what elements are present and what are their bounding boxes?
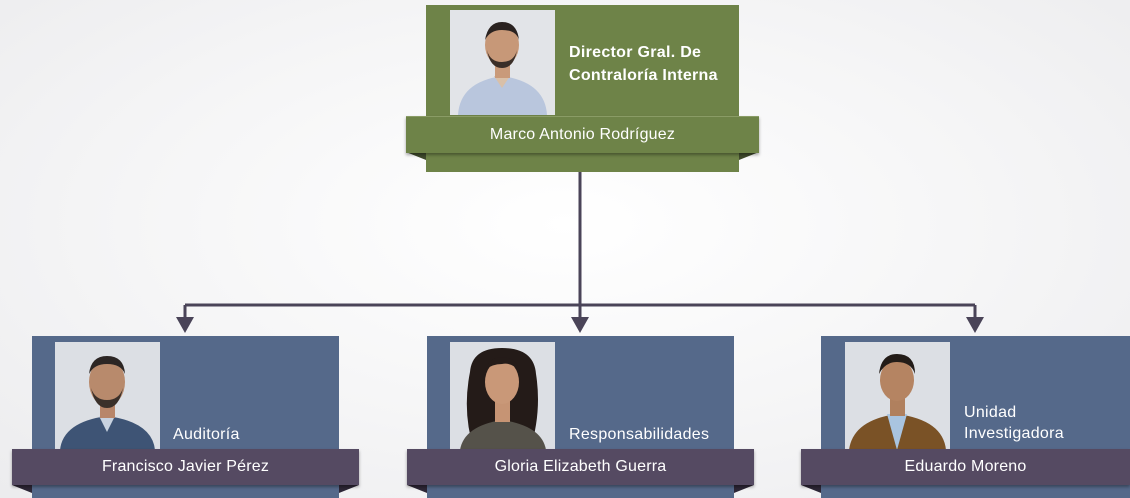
responsabilidades-role: Responsabilidades [569, 426, 710, 443]
person-photo-icon [55, 342, 160, 450]
ribbon-fold [407, 485, 427, 493]
ribbon-fold [12, 485, 32, 493]
ribbon-fold [739, 152, 759, 160]
ribbon-fold [339, 485, 359, 493]
ribbon-fold [734, 485, 754, 493]
person-photo-icon [450, 10, 555, 115]
director-name: Marco Antonio Rodríguez [406, 116, 759, 153]
auditoria-role: Auditoría [173, 426, 240, 443]
responsabilidades-name: Gloria Elizabeth Guerra [407, 449, 754, 485]
ribbon-fold [406, 152, 426, 160]
director-photo [450, 10, 555, 115]
unidad-investigadora-role: Unidad Investigadora [964, 404, 1064, 442]
ribbon-fold [801, 485, 821, 493]
org-node-auditoria: Auditoría Francisco Javier Pérez [12, 336, 359, 498]
person-photo-icon [845, 342, 950, 450]
unidad-investigadora-photo [845, 342, 950, 450]
responsabilidades-photo [450, 342, 555, 450]
org-node-responsabilidades: Responsabilidades Gloria Elizabeth Guerr… [407, 336, 754, 498]
person-photo-icon [450, 342, 555, 450]
org-node-director: Director Gral. De Contraloría Interna Ma… [406, 5, 759, 172]
director-role: Director Gral. De Contraloría Interna [569, 44, 718, 84]
auditoria-photo [55, 342, 160, 450]
unidad-investigadora-name: Eduardo Moreno [801, 449, 1130, 485]
auditoria-name: Francisco Javier Pérez [12, 449, 359, 485]
org-node-unidad-investigadora: Unidad Investigadora Eduardo Moreno [801, 336, 1130, 498]
